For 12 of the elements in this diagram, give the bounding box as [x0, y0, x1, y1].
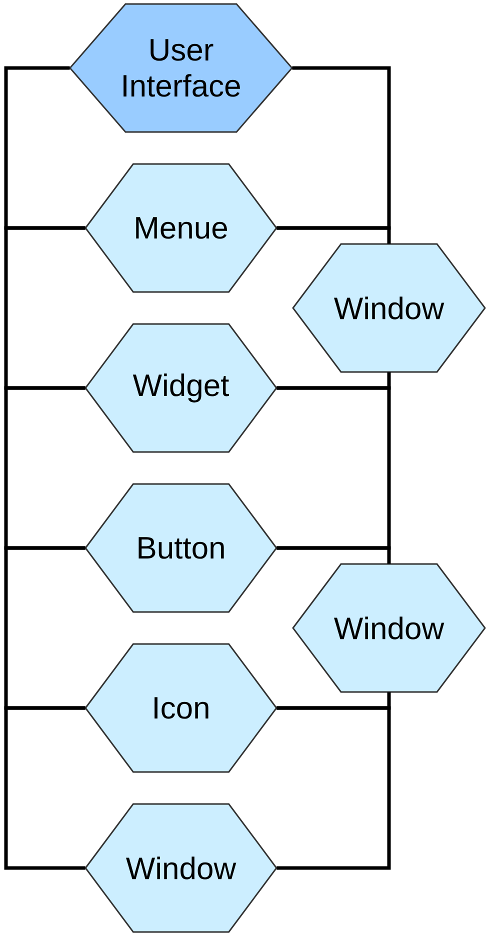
connector-line [276, 546, 391, 564]
hexagon-box: Button [84, 483, 278, 613]
hexagon-box: User Interface [69, 3, 293, 133]
connector-line [4, 706, 86, 870]
hexagon-box: Window [84, 803, 278, 933]
hexagon-box: Widget [84, 323, 278, 453]
connector-line [276, 226, 391, 244]
hexagon-box: Window [292, 243, 486, 373]
hexagon-box: Menue [84, 163, 278, 293]
hexagon-box: Window [292, 563, 486, 693]
hexagon-box: Icon [84, 643, 278, 773]
connector-line [276, 706, 391, 870]
